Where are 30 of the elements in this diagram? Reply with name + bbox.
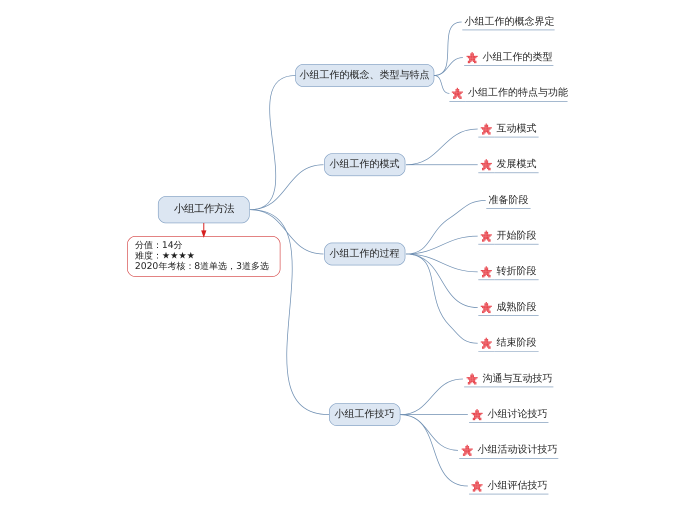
node-text: 结束阶段 [496, 338, 536, 349]
arrow [200, 222, 206, 238]
node-box: 小组工作的概念、类型与特点 [294, 64, 434, 87]
node-text: 小组评估技巧 [487, 480, 548, 492]
node-text: 互动模式 [496, 123, 536, 134]
connector [405, 128, 478, 166]
node-text: 开始阶段 [496, 230, 536, 242]
connector [433, 75, 450, 94]
node-box: 小组工作的模式 [324, 153, 405, 176]
node-text: 成熟阶段 [496, 302, 536, 313]
node-box: 小组工作技巧 [328, 403, 400, 426]
node-text: 小组工作的概念界定 [464, 16, 554, 28]
connector [405, 164, 478, 166]
connector [249, 164, 324, 210]
connector [433, 22, 462, 76]
connector [405, 254, 478, 344]
node-text: 小组活动设计技巧 [477, 444, 558, 456]
node-text: 沟通与互动技巧 [482, 373, 552, 384]
node-text: 小组工作的类型 [482, 52, 552, 63]
node-text: 发展模式 [496, 159, 536, 170]
node-text: 小组讨论技巧 [487, 408, 548, 420]
node-text: 准备阶段 [488, 194, 528, 206]
node-text: 转折阶段 [496, 266, 536, 278]
node-text: 小组工作的特点与功能 [467, 88, 568, 99]
node-box: 小组工作方法 [157, 196, 250, 224]
connector [433, 57, 463, 76]
connector [249, 209, 329, 416]
connector [400, 378, 463, 416]
node-box: 分值：14分 难度：★★★★ 2020年考核：8道单选，3道多选 [126, 236, 280, 277]
node-box: 小组工作的过程 [324, 242, 405, 266]
